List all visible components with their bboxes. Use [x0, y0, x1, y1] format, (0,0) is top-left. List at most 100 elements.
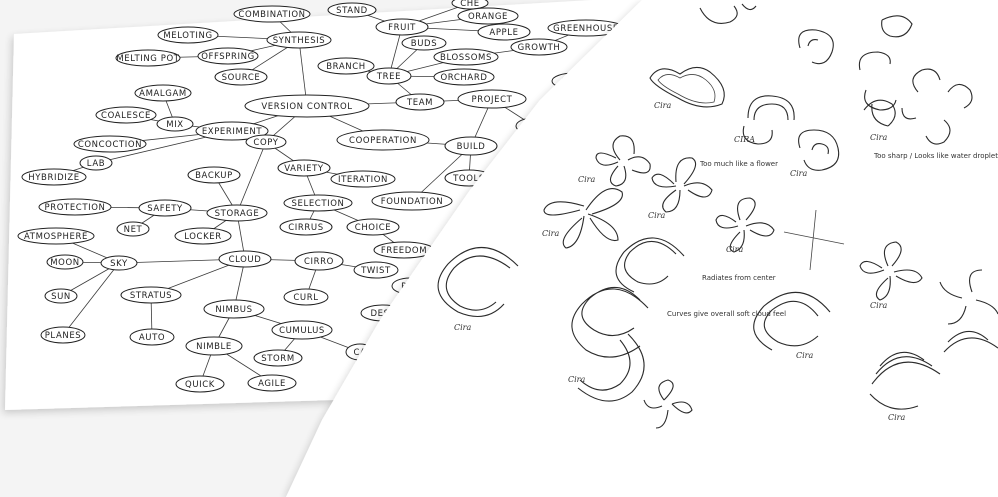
mindmap-node-outline — [327, 2, 377, 18]
mindmap-node-label: NIMBLE — [196, 342, 232, 352]
mindmap-node-label: SOURCE — [222, 73, 261, 83]
arc-stack-sketch-edge — [943, 330, 998, 353]
mindmap-node-label: BLOSSOMS — [440, 53, 492, 63]
cira-label-10: Cira — [568, 375, 586, 384]
mindmap-node-outline — [330, 170, 396, 188]
mindmap-node: VERSION CONTROL — [244, 94, 370, 118]
mindmap-node-label: CIRRO — [304, 257, 334, 267]
heart-cloud-inner — [657, 74, 716, 104]
mindmap-node: BUILD — [444, 136, 498, 156]
mindmap-node-label: SELECTION — [292, 199, 345, 209]
cira-label-5: Cira — [648, 211, 666, 220]
mindmap-node: BACKUP — [187, 166, 241, 184]
mindmap-node-outline — [271, 320, 333, 340]
mindmap-node-outline — [156, 116, 194, 132]
heart-cloud-sketch — [649, 66, 725, 108]
mindmap-node: BLOSSOMS — [433, 48, 499, 66]
mindmap-node-outline — [157, 26, 219, 44]
mindmap-node-label: TWIST — [360, 266, 391, 276]
mindmap-node: TEAM — [395, 93, 445, 111]
cira-label-2: Cira — [790, 169, 808, 178]
mindmap-node-label: PLANES — [45, 331, 82, 341]
mindmap-node-label: OFFSPRING — [201, 52, 255, 62]
mindmap-node-label: PROTECTION — [45, 203, 106, 213]
mindmap-node: STORAGE — [206, 204, 268, 222]
fan-sketch — [863, 99, 896, 127]
mindmap-node-label: STORM — [261, 354, 295, 364]
mindmap-node-label: GREENHOUSE — [553, 24, 619, 34]
mindmap-node-label: BUDS — [411, 39, 437, 49]
mindmap-node: EXPERIMENT — [195, 121, 269, 141]
mindmap-node-outline — [366, 67, 412, 85]
mindmap-node: COPY — [245, 134, 287, 150]
mindmap-node-label: MOON — [50, 258, 79, 268]
cira-label-8: Cira — [870, 301, 888, 310]
cira-label-6: Cira — [542, 229, 560, 238]
mindmap-node-outline — [195, 121, 269, 141]
mindmap-node-label: TEAM — [406, 98, 433, 108]
mindmap-node-label: MELTING POT — [116, 54, 179, 64]
mindmap-node-label: STRATUS — [130, 291, 172, 301]
mindmap-node-label: APPLE — [489, 28, 518, 38]
mindmap-node-outline — [100, 255, 138, 271]
mindmap-node: CLOUD — [218, 250, 272, 268]
propeller-sketch — [651, 157, 713, 213]
mindmap-node-outline — [294, 251, 344, 271]
mindmap-node-label: QUICK — [185, 380, 215, 390]
mindmap-node-label: CONCOCTION — [78, 140, 142, 150]
mindmap-node: ORANGE — [457, 7, 519, 25]
mindmap-node-outline — [79, 155, 113, 171]
sketch-sheet: Cira CIRA Cira Cira Cira Cira Cira Too m… — [286, 0, 998, 497]
mindmap-node-label: CURL — [293, 293, 318, 303]
mindmap-node-outline — [375, 18, 429, 36]
note-soft-cloud: Curves give overall soft cloud feel — [667, 310, 786, 318]
mindmap-node-label: CHE — [460, 0, 480, 9]
mindmap-node-label: COOPERATION — [349, 136, 417, 146]
cira-label: Cira — [654, 101, 672, 110]
mindmap-node: VARIETY — [277, 159, 331, 177]
note-radiates: Radiates from center — [702, 274, 776, 282]
clover-mark — [901, 68, 973, 145]
mindmap-node-outline — [17, 227, 95, 245]
mindmap-node-outline — [206, 204, 268, 222]
mindmap-node: BRANCH — [317, 57, 375, 75]
mindmap-node-label: ORCHARD — [441, 73, 488, 83]
s-curve-sketch-d — [753, 291, 831, 351]
mindmap-node: ORCHARD — [433, 68, 495, 86]
mindmap-node-label: VERSION CONTROL — [261, 102, 352, 112]
mindmap-node-outline — [277, 159, 331, 177]
mindmap-node-outline — [120, 286, 182, 304]
mindmap-node-outline — [46, 254, 84, 270]
mindmap-node-label: CHOICE — [355, 223, 391, 233]
pinwheel-sketch-mid — [715, 197, 775, 253]
mindmap-node: CURL — [283, 288, 329, 306]
mindmap-node-label: PROJECT — [472, 95, 513, 105]
arc-stack-sketch — [869, 351, 941, 410]
mindmap-node: PROTECTION — [38, 198, 112, 216]
mindmap-node-label: EXPERIMENT — [202, 127, 263, 137]
mindmap-node: ITERATION — [330, 170, 396, 188]
mindmap-node-label: HYBRIDIZE — [28, 173, 79, 183]
mindmap-node-label: SYNTHESIS — [273, 36, 326, 46]
petal-cluster-sketch — [643, 379, 693, 429]
cira-label-7: Cira — [726, 245, 744, 254]
mindmap-node: CIRRO — [294, 251, 344, 271]
mindmap-node-label: MIX — [166, 120, 183, 130]
mindmap-node: MOON — [46, 254, 84, 270]
c-mark-top-right — [798, 29, 834, 65]
petal-scribble — [699, 3, 757, 24]
mindmap-node: SAFETY — [138, 199, 192, 217]
mindmap-node: ATMOSPHERE — [17, 227, 95, 245]
cira-bands-sketch — [742, 95, 795, 145]
s-curve-sketch-c — [577, 333, 645, 402]
pinwheel-sketch-edge — [939, 269, 998, 325]
mindmap-node: COALESCE — [95, 106, 157, 124]
mindmap-node-outline — [138, 199, 192, 217]
mindmap-node: SOURCE — [214, 68, 268, 86]
mindmap-node-outline — [279, 218, 333, 236]
pinwheel-sketch-right — [859, 241, 923, 301]
mindmap-edge — [236, 141, 267, 214]
mindmap-node: CHE — [451, 0, 489, 10]
mindmap-node-outline — [203, 299, 265, 319]
